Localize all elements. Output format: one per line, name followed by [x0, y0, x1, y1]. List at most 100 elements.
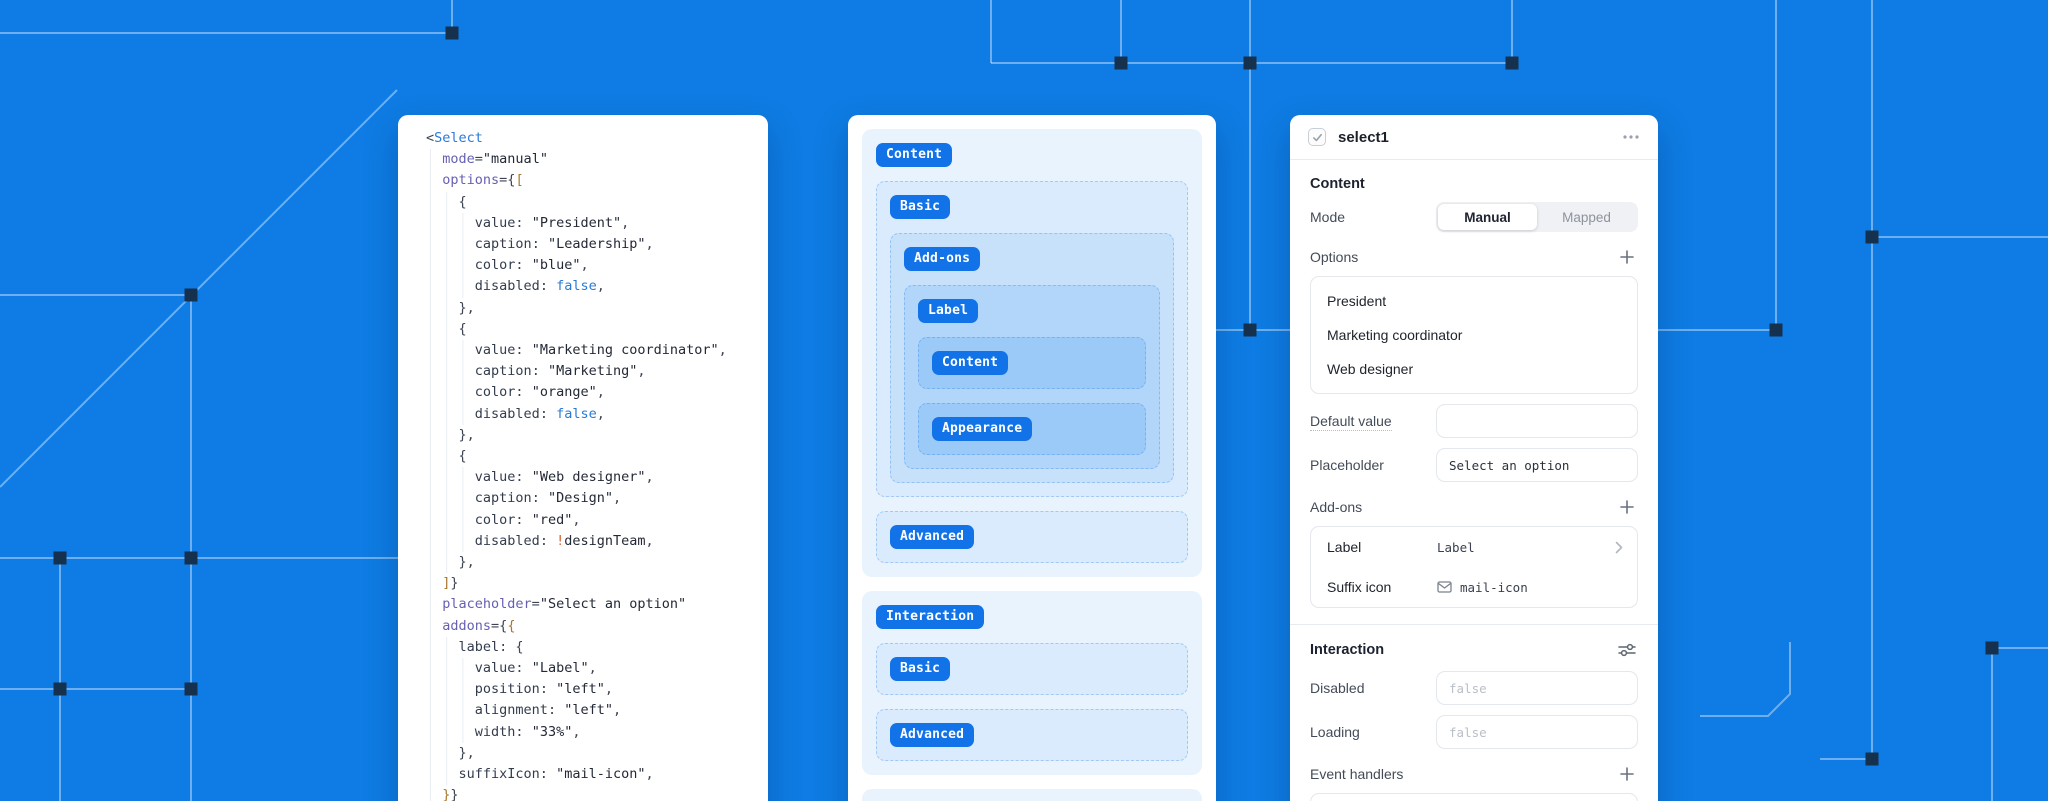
chevron-right-icon — [1615, 541, 1623, 553]
diagram-badge-basic: Basic — [890, 195, 951, 219]
code-line: options={[ — [426, 170, 768, 192]
disabled-label: Disabled — [1310, 680, 1365, 696]
diagram-badge-interaction: Interaction — [876, 605, 985, 629]
placeholder-input[interactable]: Select an option — [1436, 448, 1638, 482]
addons-card: Label Label Suffix icon mail-icon — [1310, 526, 1638, 608]
diagram-box-content: Content — [918, 337, 1146, 389]
placeholder-label: Placeholder — [1310, 457, 1384, 473]
diagram-box-appearance: Appearance — [918, 403, 1146, 455]
options-list: President Marketing coordinator Web desi… — [1310, 276, 1638, 394]
addons-label: Add-ons — [1310, 499, 1363, 515]
code-line: { — [426, 191, 768, 213]
default-value-input[interactable] — [1436, 404, 1638, 438]
code-line: }, — [426, 552, 768, 574]
mode-label: Mode — [1310, 209, 1346, 225]
component-checkbox[interactable] — [1308, 128, 1326, 146]
event-handlers-label-row: Event handlers — [1310, 763, 1638, 785]
code-line: ]} — [426, 573, 768, 595]
addons-label-row: Add-ons — [1310, 496, 1638, 518]
mode-segmented-control: Manual Mapped — [1436, 202, 1638, 232]
sliders-icon[interactable] — [1616, 639, 1638, 661]
code-line: placeholder="Select an option" — [426, 594, 768, 616]
code-line: caption: "Marketing", — [426, 361, 768, 383]
blueprint-node-handles — [53, 26, 1999, 766]
code-line: { — [426, 318, 768, 341]
code-line: position: "left", — [426, 679, 768, 701]
placeholder-row: Placeholder Select an option — [1310, 448, 1638, 482]
section-divider — [1290, 624, 1658, 625]
option-item[interactable]: Web designer — [1327, 361, 1414, 377]
code-line: alignment: "left", — [426, 700, 768, 722]
plus-icon[interactable] — [1616, 246, 1638, 268]
disabled-row: Disabled false — [1310, 671, 1638, 705]
mode-row: Mode Manual Mapped — [1310, 202, 1638, 232]
diagram-box-advanced: Advanced — [876, 511, 1188, 563]
event-handlers-card: Click query1.trigger() — [1310, 793, 1638, 801]
section-heading-interaction: Interaction — [1310, 642, 1385, 658]
mode-option-manual[interactable]: Manual — [1438, 204, 1537, 230]
inspector-header: select1 — [1290, 115, 1658, 160]
code-line: <Select — [426, 130, 483, 146]
options-label-row: Options — [1310, 246, 1638, 268]
diagram-badge-advanced: Advanced — [890, 723, 975, 747]
event-handler-row-click[interactable]: Click query1.trigger() — [1311, 794, 1637, 801]
code-line: width: "33%", — [426, 721, 768, 743]
inspector-body: Content Mode Manual Mapped Options Presi… — [1290, 160, 1658, 801]
code-editor-panel: <Select mode="manual" options={[ { value… — [398, 115, 768, 801]
option-item[interactable]: Marketing coordinator — [1327, 327, 1463, 343]
diagram-badge-appearance: Appearance — [932, 417, 1033, 441]
option-item[interactable]: President — [1327, 293, 1387, 309]
code-line: disabled: false, — [426, 403, 768, 425]
code-line: color: "orange", — [426, 382, 768, 404]
code-line: mode="manual" — [426, 149, 768, 171]
ellipsis-icon[interactable] — [1622, 134, 1640, 140]
options-label: Options — [1310, 249, 1359, 265]
code-line: value: "President", — [426, 212, 768, 235]
code-line: { — [426, 446, 768, 468]
code-line: value: "Label", — [426, 658, 768, 680]
code-line: color: "red", — [426, 509, 768, 531]
mode-option-mapped[interactable]: Mapped — [1562, 209, 1611, 225]
code-line: }} — [426, 785, 768, 801]
plus-icon[interactable] — [1616, 496, 1638, 518]
diagram-badge-advanced: Advanced — [890, 525, 975, 549]
code-line: label: { — [426, 636, 768, 659]
code-line: color: "blue", — [426, 255, 768, 277]
event-handlers-label: Event handlers — [1310, 766, 1404, 782]
code-line: }, — [426, 297, 768, 319]
interaction-heading-row: Interaction — [1310, 639, 1638, 661]
code-line: disabled: !designTeam, — [426, 530, 768, 553]
diagram-box-basic: Basic — [876, 643, 1188, 695]
diagram-badge-content: Content — [876, 143, 953, 167]
diagram-badge-add-ons: Add-ons — [904, 247, 981, 271]
addon-row-suffix-icon[interactable]: Suffix icon mail-icon — [1327, 579, 1528, 595]
diagram-badge-label: Label — [918, 299, 979, 323]
code-line: caption: "Design", — [426, 488, 768, 510]
diagram-badge-content: Content — [932, 351, 1009, 375]
code-line: value: "Marketing coordinator", — [426, 340, 768, 362]
check-icon — [1312, 133, 1322, 141]
section-heading-content: Content — [1310, 176, 1365, 192]
code-line: }, — [426, 742, 768, 765]
inspector-panel: select1 Content Mode Manual Mapped Optio… — [1290, 115, 1658, 801]
default-value-label: Default value — [1310, 413, 1392, 431]
plus-icon[interactable] — [1616, 763, 1638, 785]
loading-label: Loading — [1310, 724, 1360, 740]
code-line: value: "Web designer", — [426, 467, 768, 489]
addon-row-label[interactable]: Label Label — [1311, 527, 1637, 567]
diagram-section — [862, 789, 1202, 801]
loading-row: Loading false — [1310, 715, 1638, 749]
loading-input[interactable]: false — [1436, 715, 1638, 749]
disabled-input[interactable]: false — [1436, 671, 1638, 705]
code-line: }, — [426, 424, 768, 447]
diagram-badge-basic: Basic — [890, 657, 951, 681]
component-name: select1 — [1338, 128, 1389, 146]
code-line: caption: "Leadership", — [426, 234, 768, 256]
